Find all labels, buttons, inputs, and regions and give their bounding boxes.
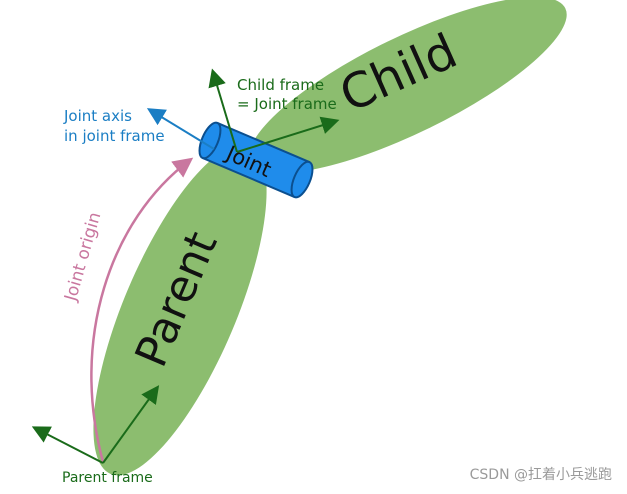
joint-axis-label-line2: in joint frame [64, 127, 165, 145]
joint-axis-arrow [146, 108, 215, 150]
joint-origin-arrow [90, 157, 194, 463]
child-frame-z-arrow [208, 68, 238, 153]
joint-axis-label-line1: Joint axis [63, 107, 132, 125]
parent-link-shape [93, 144, 267, 476]
watermark: CSDN @扛着小兵逃跑 [470, 467, 612, 483]
parent-frame-x-arrow [102, 385, 160, 464]
parent-frame-y-arrow [31, 426, 104, 464]
joint-cylinder [198, 121, 314, 199]
child-frame-label-line2: = Joint frame [237, 95, 337, 113]
parent-frame-label: Parent frame [62, 470, 153, 486]
joint-origin-label: Joint origin [61, 210, 106, 304]
child-frame-label-line1: Child frame [237, 76, 324, 94]
child-frame-x-arrow [236, 116, 340, 153]
